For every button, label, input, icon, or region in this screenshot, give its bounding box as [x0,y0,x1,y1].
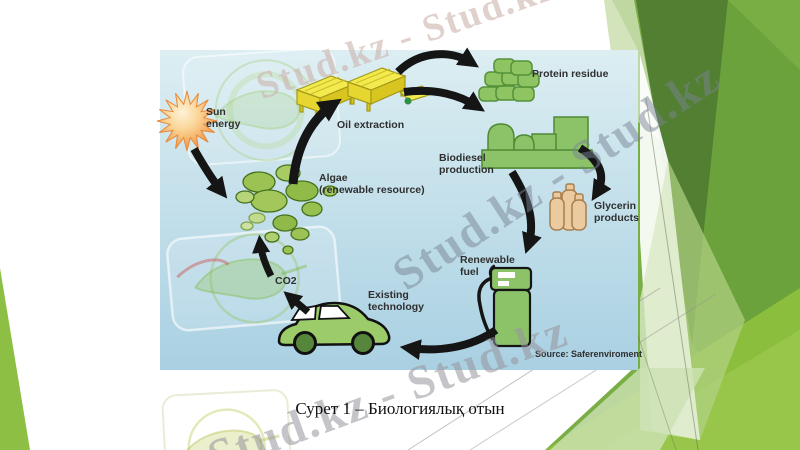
arrow-sun-to-algae [190,147,228,199]
arrow-biodiesel-to-glycerin [577,144,612,202]
protein-residue-icon [478,58,540,102]
biodiesel-plant-icon [481,116,597,169]
arrow-fuel-to-car [399,326,499,360]
studkz-logo-icon [161,389,292,450]
left-green-triangle [0,268,30,450]
car-icon [277,301,391,355]
algae-icon [235,164,338,255]
arrow-oil-to-biodiesel [403,86,485,112]
arrow-algae-to-oil [288,98,342,185]
arrow-oil-to-protein [395,47,479,75]
cycle-arrow-icons [190,47,612,360]
sun-icon [156,90,218,152]
figure-caption: Сурет 1 – Биологиялық отын [295,399,505,418]
arrow-biodiesel-to-fuel [508,169,542,254]
arrow-co2-to-algae [252,234,275,278]
arrow-car-to-co2 [283,291,311,315]
glycerin-bottles-icon [549,183,587,231]
